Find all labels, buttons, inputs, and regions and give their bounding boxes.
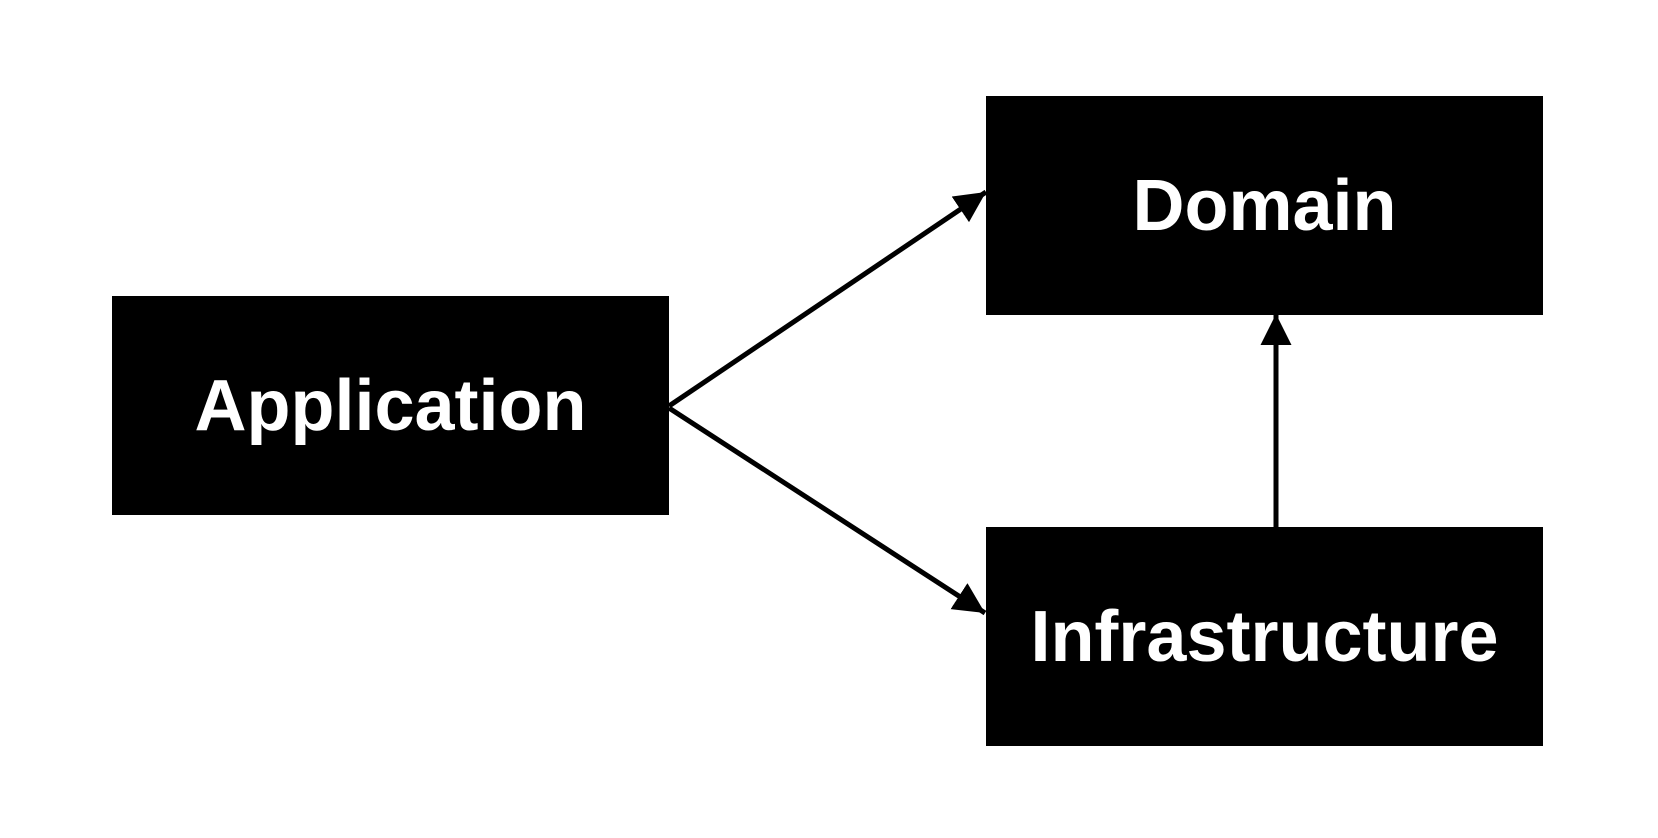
node-domain-label: Domain: [1132, 165, 1397, 246]
node-infrastructure-label: Infrastructure: [1030, 596, 1499, 677]
node-application: Application: [112, 296, 669, 515]
edge-application-to-domain: [667, 189, 988, 409]
node-infrastructure: Infrastructure: [986, 527, 1543, 746]
node-domain: Domain: [986, 96, 1543, 315]
edge-application-to-infrastructure: [667, 405, 987, 616]
node-application-label: Application: [194, 365, 587, 446]
